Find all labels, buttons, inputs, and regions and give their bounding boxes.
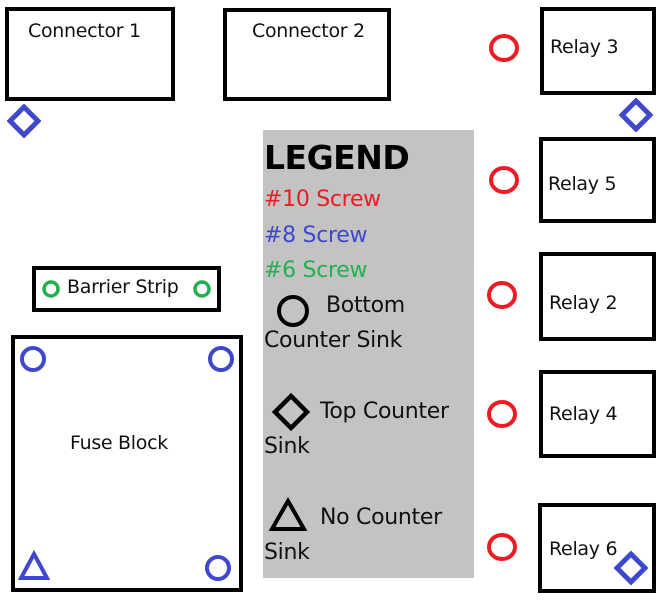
legend-none-line2: Sink	[264, 540, 310, 565]
barrier-strip-box	[32, 266, 221, 312]
barrier-strip-label: Barrier Strip	[67, 276, 179, 298]
legend-top-line2: Sink	[264, 434, 310, 459]
screw-8-bottom-countersink-icon	[205, 555, 231, 581]
legend-screw-8: #8 Screw	[264, 223, 368, 248]
screw-6-bottom-countersink-icon	[42, 280, 60, 298]
fuse-block-label: Fuse Block	[70, 432, 168, 454]
connector-1-label: Connector 1	[28, 20, 141, 42]
relay-3-label: Relay 3	[550, 36, 619, 58]
connector-2-box	[223, 8, 391, 101]
legend-none-line1: No Counter	[320, 505, 442, 530]
legend-bottom-line1: Bottom	[326, 293, 405, 318]
screw-8-top-countersink-icon	[619, 98, 653, 132]
screw-10-bottom-countersink-icon	[487, 400, 517, 428]
legend-bottom-line2: Counter Sink	[264, 328, 403, 353]
circle-bottom-countersink-icon	[277, 295, 309, 327]
legend-screw-10: #10 Screw	[264, 187, 381, 212]
legend-panel: LEGEND #10 Screw #8 Screw #6 Screw Botto…	[263, 130, 474, 578]
screw-8-bottom-countersink-icon	[20, 346, 46, 372]
screw-10-bottom-countersink-icon	[489, 34, 519, 62]
relay-5-box	[539, 137, 656, 223]
relay-4-box	[539, 370, 656, 458]
triangle-no-countersink-icon	[268, 497, 308, 531]
relay-2-box	[539, 252, 656, 341]
screw-8-top-countersink-icon	[614, 551, 648, 585]
connector-2-label: Connector 2	[252, 20, 365, 42]
fuse-block-box	[11, 335, 243, 592]
screw-10-bottom-countersink-icon	[487, 281, 517, 309]
diamond-top-countersink-icon	[271, 392, 311, 432]
screw-6-bottom-countersink-icon	[193, 280, 211, 298]
relay-5-label: Relay 5	[548, 173, 617, 195]
screw-10-bottom-countersink-icon	[489, 166, 519, 194]
relay-2-label: Relay 2	[549, 292, 618, 314]
screw-8-bottom-countersink-icon	[208, 346, 234, 372]
relay-4-label: Relay 4	[549, 403, 618, 425]
screw-8-no-countersink-icon	[18, 550, 50, 580]
screw-8-top-countersink-icon	[7, 104, 41, 138]
legend-title: LEGEND	[264, 138, 410, 177]
relay-3-box	[540, 7, 656, 95]
legend-screw-6: #6 Screw	[264, 258, 368, 283]
legend-top-line1: Top Counter	[320, 399, 449, 424]
relay-6-label: Relay 6	[549, 538, 618, 560]
screw-10-bottom-countersink-icon	[487, 533, 517, 561]
connector-1-box	[5, 7, 175, 101]
